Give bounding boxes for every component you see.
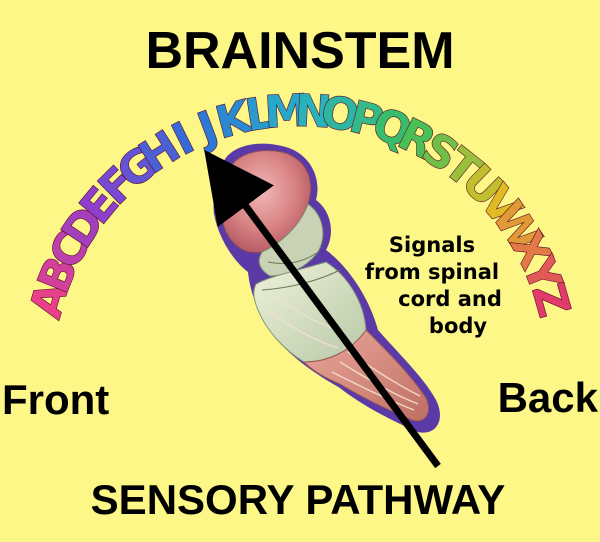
alphabet-letter-o: O <box>318 86 363 142</box>
back-label: Back <box>498 374 599 421</box>
sensory-signal-arrow <box>204 149 441 469</box>
medulla-shape <box>302 329 429 422</box>
annotation-line-1: Signals <box>389 233 475 257</box>
alphabet-letter-n: N <box>294 85 333 138</box>
signals-annotation: Signals from spinal cord and body <box>365 233 502 338</box>
alphabet-letter-m: M <box>263 85 309 138</box>
annotation-line-4: body <box>429 314 487 338</box>
sensory-pathway-label: SENSORY PATHWAY <box>91 476 506 523</box>
annotation-line-3: cord and <box>398 287 502 311</box>
front-label: Front <box>2 376 109 423</box>
annotation-line-2: from spinal <box>365 260 499 284</box>
diagram-title: BRAINSTEM <box>145 22 454 80</box>
